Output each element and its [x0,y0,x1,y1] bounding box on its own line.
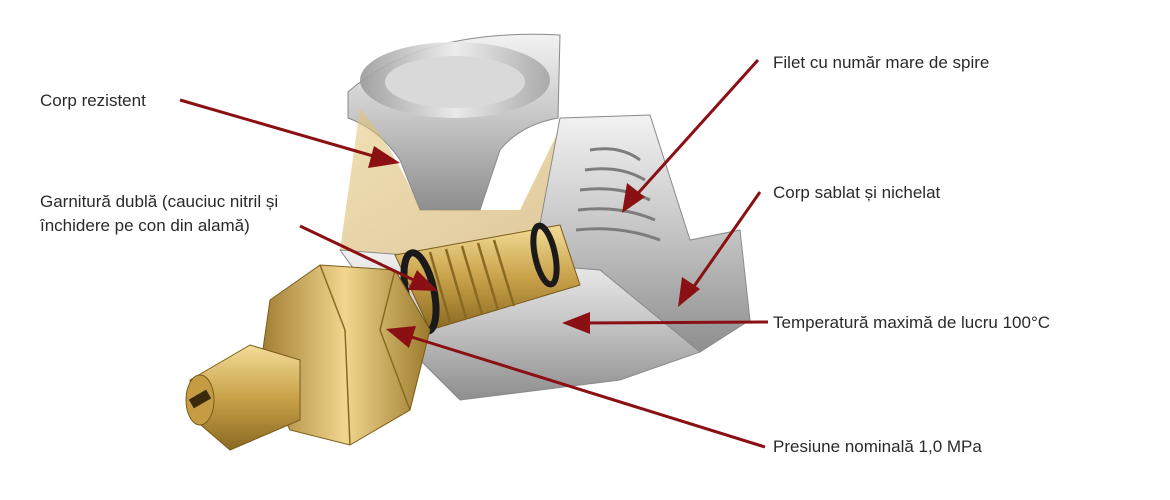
label-garnitura-line1: Garnitură dublă (cauciuc nitril și [40,192,279,211]
arrow-garnitura [299,224,438,291]
callout-arrows [179,58,769,449]
label-filet: Filet cu număr mare de spire [773,53,990,72]
arrow-corp-rezistent [179,98,400,168]
label-presiune: Presiune nominală 1,0 MPa [773,437,982,456]
label-corp-rezistent: Corp rezistent [40,91,146,110]
arrow-filet [622,58,760,213]
arrow-presiune [386,326,766,449]
label-temperatura: Temperatură maximă de lucru 100°C [773,313,1051,332]
label-corp-sablat: Corp sablat și nichelat [773,183,941,202]
brass-nut [185,264,431,451]
label-garnitura-line2: închidere pe con din alamă) [40,216,250,235]
arrow-corp-sablat [678,191,762,307]
arrow-temperatura [562,312,769,334]
